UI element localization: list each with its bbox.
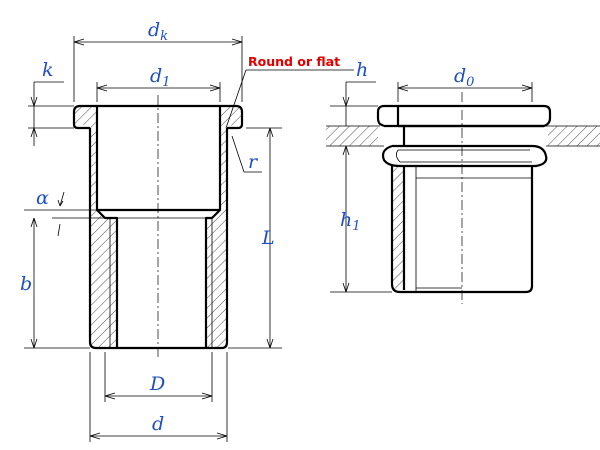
right-outline xyxy=(204,104,244,350)
note-round-or-flat: Round or flat xyxy=(248,54,340,69)
label-k: k xyxy=(42,59,54,81)
body-wall-hatch xyxy=(392,166,404,291)
installed-bulge xyxy=(381,144,548,168)
plate-left-hatch xyxy=(326,126,378,146)
label-d1: d1 xyxy=(150,65,170,90)
right-installed-view: d0 h h1 xyxy=(326,59,600,304)
left-section-view: dk d1 k Round or flat r α b xyxy=(20,19,354,442)
left-outline xyxy=(72,104,119,350)
left-wall-hatch xyxy=(74,106,117,348)
installed-flange xyxy=(376,104,552,128)
plate-right-hatch xyxy=(548,126,600,146)
note-leader xyxy=(225,69,247,129)
label-h1: h1 xyxy=(340,209,361,234)
label-r: r xyxy=(248,151,259,173)
label-b: b xyxy=(20,273,32,295)
right-wall-hatch xyxy=(206,106,242,348)
label-L: L xyxy=(261,227,275,249)
label-h: h xyxy=(356,59,368,81)
label-d0: d0 xyxy=(454,65,474,90)
label-alpha: α xyxy=(36,187,49,209)
label-dk: dk xyxy=(148,19,168,44)
label-D: D xyxy=(149,373,165,395)
installed-body xyxy=(390,166,534,294)
r-leader xyxy=(231,135,245,173)
label-d: d xyxy=(152,413,164,435)
